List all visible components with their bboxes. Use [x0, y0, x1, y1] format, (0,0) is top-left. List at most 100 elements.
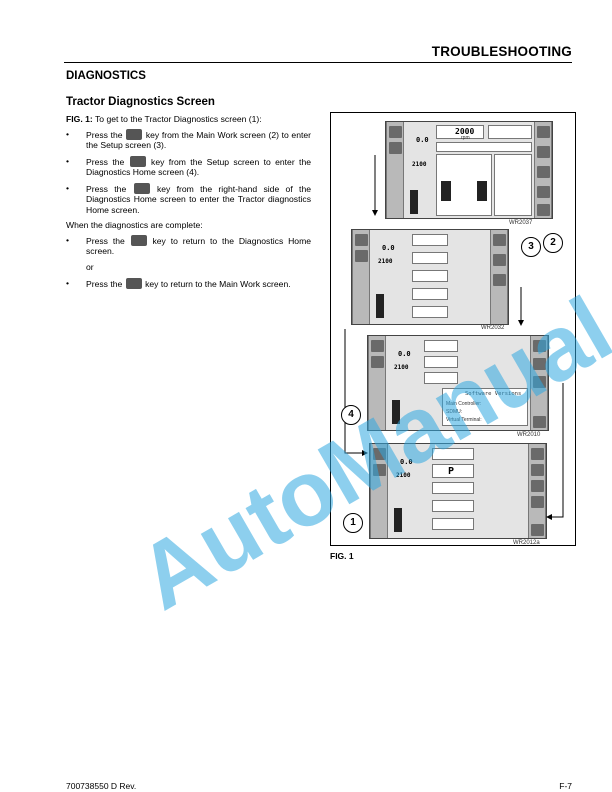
- tractor-icon: [371, 340, 384, 352]
- home-key-icon: [125, 278, 142, 289]
- speed-value: 0.0: [400, 458, 413, 466]
- bullet-item: • Press the key from the Main Work scree…: [66, 128, 312, 151]
- tractor-icon: [373, 448, 386, 460]
- back-arrow-key-icon: [130, 234, 147, 246]
- fuel-bar: [410, 190, 418, 214]
- callout-3: 3: [521, 237, 541, 257]
- footer-page-number: F-7: [559, 781, 572, 791]
- speed-value: 0.0: [382, 244, 395, 252]
- tractor-diagnostics-icon: [533, 376, 546, 388]
- menu-item[interactable]: [412, 270, 448, 282]
- engine-value: 2100: [394, 364, 409, 371]
- menu-item[interactable]: [432, 500, 474, 512]
- menu-item[interactable]: [432, 518, 474, 530]
- bullet-text-start: Press the: [86, 279, 123, 289]
- menu-item[interactable]: P: [432, 464, 474, 478]
- park-icon: [531, 464, 544, 476]
- engine-icon: [531, 448, 544, 460]
- callout-2: 2: [543, 233, 563, 253]
- intro-text: To get to the Tractor Diagnostics screen…: [94, 114, 262, 124]
- or-text: or: [86, 261, 94, 272]
- arrow: [344, 329, 368, 456]
- bullet-text-end: key from the Main Work screen (2) to ent…: [86, 129, 312, 151]
- diagnostics-icon: [493, 274, 506, 286]
- header-rule: [64, 62, 572, 63]
- tractor-key-icon: [133, 182, 150, 194]
- back-arrow-icon: [531, 524, 544, 536]
- menu-item[interactable]: [412, 288, 448, 300]
- back-arrow-icon: [533, 416, 546, 428]
- intro-paragraph: FIG. 1: To get to the Tractor Diagnostic…: [66, 114, 311, 125]
- bullet-text-end: key from the Setup screen to enter the D…: [86, 156, 312, 178]
- tractor-diagnostics-screen: 0.0 2100 P: [369, 443, 547, 539]
- bullet-dot: •: [66, 234, 70, 245]
- warning-icon: [533, 340, 546, 352]
- complete-text: When the diagnostics are complete:: [66, 220, 203, 230]
- figure-caption: FIG. 1: [330, 551, 354, 561]
- gauge-bar: [441, 181, 451, 201]
- bullet-text-start: Press the: [86, 129, 123, 140]
- menu-item[interactable]: [424, 356, 458, 368]
- engine-value: 2100: [412, 161, 427, 168]
- bullet-item: • Press the key from the Setup screen to…: [66, 155, 312, 178]
- figure-frame: 2000 rpm 0.0 2100 WR2037 0.0 2100: [330, 112, 576, 546]
- engine-value: 2100: [396, 472, 411, 479]
- menu-item[interactable]: [412, 252, 448, 264]
- progress-box: [436, 142, 532, 152]
- bullet-dot: •: [66, 128, 70, 139]
- diagnostics-key-icon: [129, 155, 146, 167]
- tractor-icon: [355, 234, 368, 246]
- bullet-text: Press the key from the Main Work screen …: [86, 128, 312, 151]
- tractor-icon: [389, 126, 402, 138]
- bullet-text: Press the key to return to the Main Work…: [86, 278, 311, 290]
- menu-item[interactable]: [424, 372, 458, 384]
- refresh-icon: [537, 204, 550, 216]
- main-work-screen: 2000 rpm 0.0 2100: [385, 121, 553, 219]
- park-label: P: [448, 466, 455, 477]
- hitch-icon: [537, 186, 550, 198]
- rpm-value: 2000: [455, 127, 475, 136]
- bullet-text-end: key from the right-hand side of the Diag…: [86, 183, 312, 215]
- bullet-text-end: key to return to the Main Work screen.: [145, 279, 291, 289]
- intro-label: FIG. 1:: [66, 114, 93, 124]
- wrench-icon: [355, 250, 368, 262]
- right-key-column: [528, 444, 546, 538]
- bullet-item: • Press the key from the right-hand side…: [66, 182, 312, 216]
- menu-item[interactable]: [412, 234, 448, 246]
- bullet-dot: •: [66, 278, 70, 288]
- screen-ref: WR2037: [509, 220, 533, 226]
- menu-item[interactable]: [432, 448, 474, 460]
- fuel-bar: [392, 400, 400, 424]
- left-key-column: [352, 230, 370, 324]
- rpm-unit: rpm: [461, 135, 470, 141]
- software-row: SDMU:: [446, 409, 463, 415]
- speed-value: 0.0: [416, 136, 429, 144]
- left-key-column: [370, 444, 388, 538]
- software-title: Software Versions: [465, 391, 522, 397]
- left-key-column: [368, 336, 386, 430]
- diagnostics-home-screen: 0.0 2100 Software Versions Main Controll…: [367, 335, 549, 431]
- left-key-column: [386, 122, 404, 218]
- screen-ref: WR2012a: [513, 540, 540, 546]
- callout-4: 4: [341, 405, 361, 425]
- speed-value: 0.0: [398, 350, 411, 358]
- software-row: Main Controller:: [446, 401, 482, 407]
- menu-item[interactable]: [412, 306, 448, 318]
- bullet-text-end: key to return to the Diagnostics Home sc…: [86, 235, 312, 257]
- tool-icon: [537, 126, 550, 138]
- bullet-text: Press the key to return to the Diagnosti…: [86, 234, 312, 257]
- screen-ref: WR2032: [481, 325, 505, 331]
- bullet-dot: •: [66, 182, 70, 193]
- bullet-item: • Press the key to return to the Diagnos…: [66, 234, 312, 257]
- wrench-icon: [389, 142, 402, 154]
- flow-arrows: [344, 155, 564, 520]
- menu-item[interactable]: [432, 482, 474, 494]
- hitch-icon: [531, 480, 544, 492]
- bullet-text-start: Press the: [86, 156, 125, 167]
- wrench-icon: [373, 464, 386, 476]
- tool-icon: [493, 234, 506, 246]
- right-key-column: [534, 122, 552, 218]
- section-title: DIAGNOSTICS: [66, 70, 146, 82]
- bullet-text: Press the key from the Setup screen to e…: [86, 155, 312, 178]
- menu-item[interactable]: [424, 340, 458, 352]
